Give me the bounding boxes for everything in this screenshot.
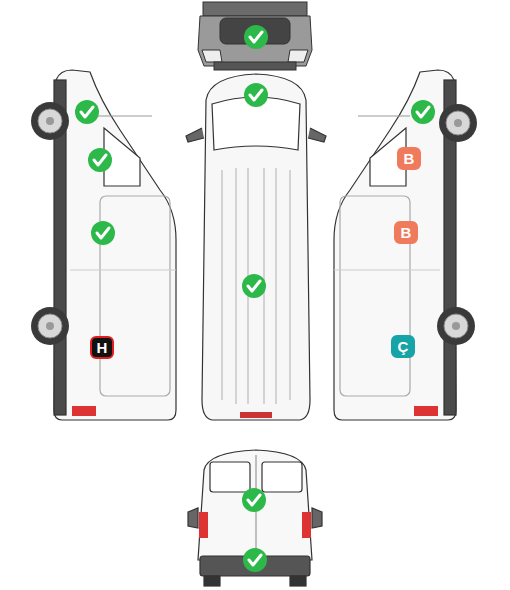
status-badge: B (394, 221, 418, 244)
status-badge: Ç (391, 335, 415, 358)
rear-view (188, 450, 322, 586)
right-side-view (334, 70, 456, 420)
badge-letter: B (401, 225, 412, 240)
status-badge: B (397, 147, 421, 170)
status-badge: H (90, 336, 114, 359)
left-side-view (54, 70, 176, 420)
badge-letter: H (97, 340, 108, 355)
ok-marks (75, 25, 435, 572)
badge-letter: Ç (398, 339, 409, 354)
top-view (186, 74, 326, 420)
front-view (198, 2, 312, 70)
badge-letter: B (404, 151, 415, 166)
